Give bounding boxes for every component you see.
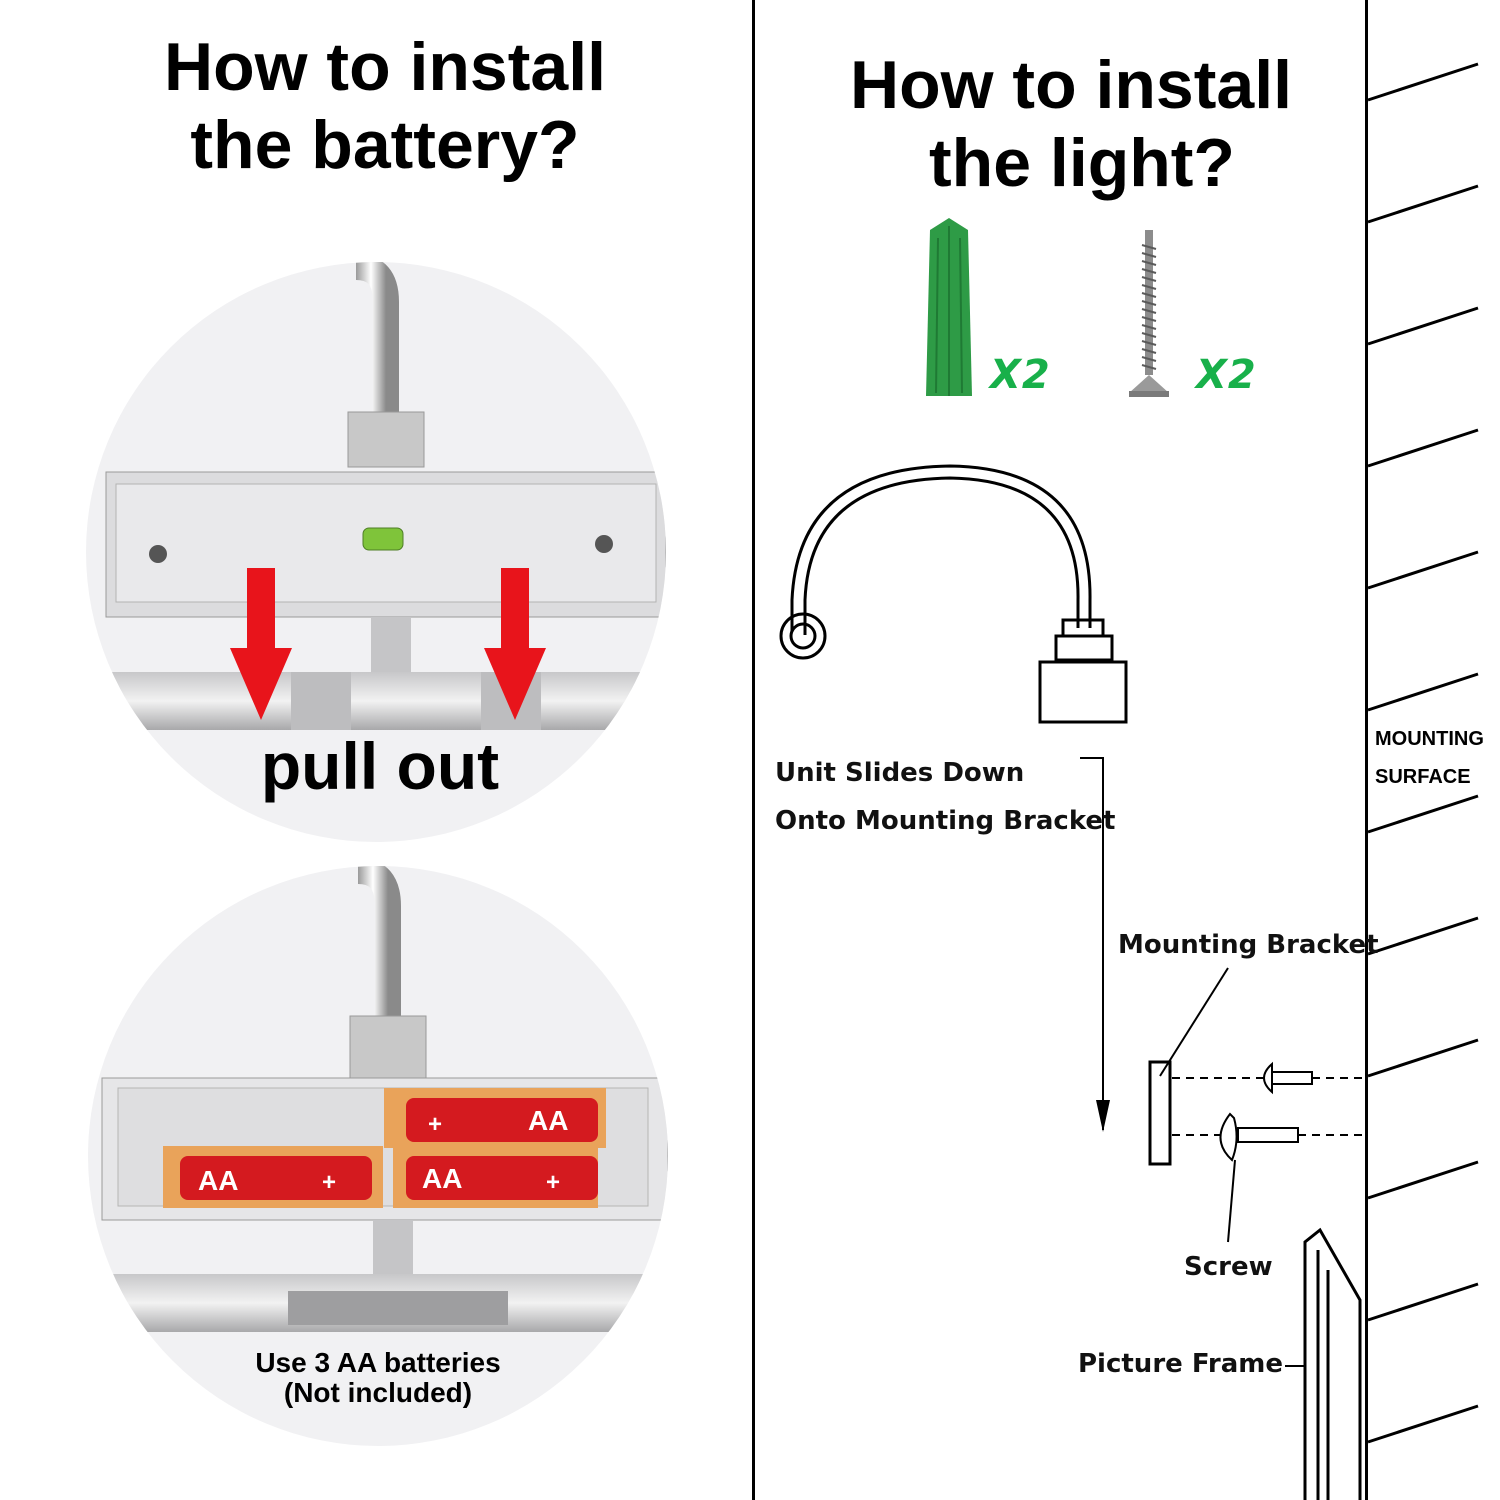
battery-step1-photo — [86, 262, 666, 842]
battery-label-right: AA — [422, 1163, 462, 1194]
slide-instruction-line2: Onto Mounting Bracket — [775, 806, 1116, 836]
battery-note-line1: Use 3 AA batteries — [255, 1347, 501, 1378]
light-title-line2: the light? — [929, 125, 1235, 201]
wall-hatch-mark — [1367, 550, 1479, 590]
wall-hatch-mark — [1367, 184, 1479, 224]
wall-hatch-mark — [1367, 1038, 1479, 1078]
lamp-bottom-illustration — [86, 262, 666, 730]
wall-hatch-mark — [1367, 306, 1479, 346]
light-title-line1: How to install — [850, 47, 1292, 123]
wall-hatch-mark — [1367, 916, 1479, 956]
pull-arrow-left — [230, 568, 292, 720]
wall-hatch-mark — [1367, 1282, 1479, 1322]
battery-note-line2: (Not included) — [283, 1377, 473, 1408]
mounting-bracket-label: Mounting Bracket — [1118, 930, 1379, 960]
battery-plus-top: + — [428, 1111, 442, 1138]
wall-anchor-icon — [926, 218, 972, 396]
battery-compartment-illustration: + AA AA + AA + — [88, 866, 668, 1332]
wall-edge — [1365, 0, 1368, 1500]
wall-hatch-mark — [1367, 672, 1479, 712]
mounting-surface-line2: SURFACE — [1375, 766, 1471, 788]
wall-hatch-mark — [1367, 428, 1479, 468]
battery-step2-photo: + AA AA + AA + — [88, 866, 668, 1446]
battery-plus-left: + — [322, 1169, 336, 1196]
picture-frame-label: Picture Frame — [1078, 1349, 1284, 1379]
slide-instruction-line1: Unit Slides Down — [775, 758, 1025, 788]
wall-hatch-mark — [1367, 1160, 1479, 1200]
pull-out-label: pull out — [260, 729, 500, 803]
battery-label-left: AA — [198, 1165, 238, 1196]
screw-icon — [1129, 230, 1169, 397]
battery-title-line2: the battery? — [190, 107, 580, 183]
screw-label: Screw — [1184, 1252, 1273, 1282]
panel-divider — [752, 0, 755, 1500]
wall-hatch-mark — [1367, 794, 1479, 834]
pull-arrow-right — [484, 568, 546, 720]
battery-label-top: AA — [528, 1105, 568, 1136]
mounting-surface-line1: MOUNTING — [1375, 728, 1484, 750]
installation-diagram — [779, 464, 1365, 1500]
wall-hatch-mark — [1367, 1404, 1479, 1444]
anchor-quantity: X2 — [990, 352, 1051, 398]
battery-title-line1: How to install — [164, 29, 606, 105]
screw-quantity: X2 — [1196, 352, 1257, 398]
battery-plus-right: + — [546, 1169, 560, 1196]
wall-hatching — [1367, 62, 1479, 1444]
wall-hatch-mark — [1367, 62, 1479, 102]
